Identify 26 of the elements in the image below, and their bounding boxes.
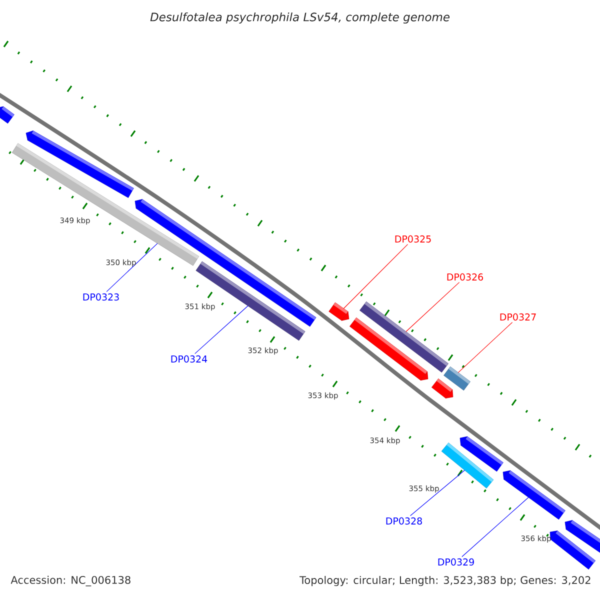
gene-bar — [360, 301, 448, 373]
gene-bar — [0, 106, 14, 124]
leader-line — [410, 470, 465, 516]
gene-label: DP0325 — [395, 235, 431, 243]
gene-label: DP0327 — [500, 313, 536, 321]
footer-text: Topology: circular; Length: 3,523,383 bp; Genes: 3,202 — [300, 576, 590, 586]
leader-line — [462, 497, 529, 558]
gene-label: DP0326 — [447, 273, 483, 281]
gene-label: DP0328 — [386, 517, 422, 525]
leader-line — [343, 244, 408, 309]
gene-bar — [26, 130, 134, 198]
gene-label: DP0324 — [171, 355, 208, 363]
leader-line — [406, 282, 460, 332]
leader-line — [106, 243, 158, 292]
gene-label: DP0323 — [83, 293, 119, 301]
footer-text: Accession: NC_006138 — [10, 576, 130, 586]
gene-bar — [431, 378, 454, 398]
gene-bar — [444, 366, 470, 391]
gene-label: DP0329 — [438, 558, 474, 566]
gene-bar — [460, 436, 504, 472]
leader-line — [458, 322, 513, 373]
title: Desulfotalea psychrophila LSv54, complete genome — [150, 12, 450, 24]
leader-line — [194, 306, 248, 354]
gene-bar — [502, 470, 566, 520]
gene-bar — [564, 520, 600, 555]
gene-bar — [328, 302, 350, 321]
